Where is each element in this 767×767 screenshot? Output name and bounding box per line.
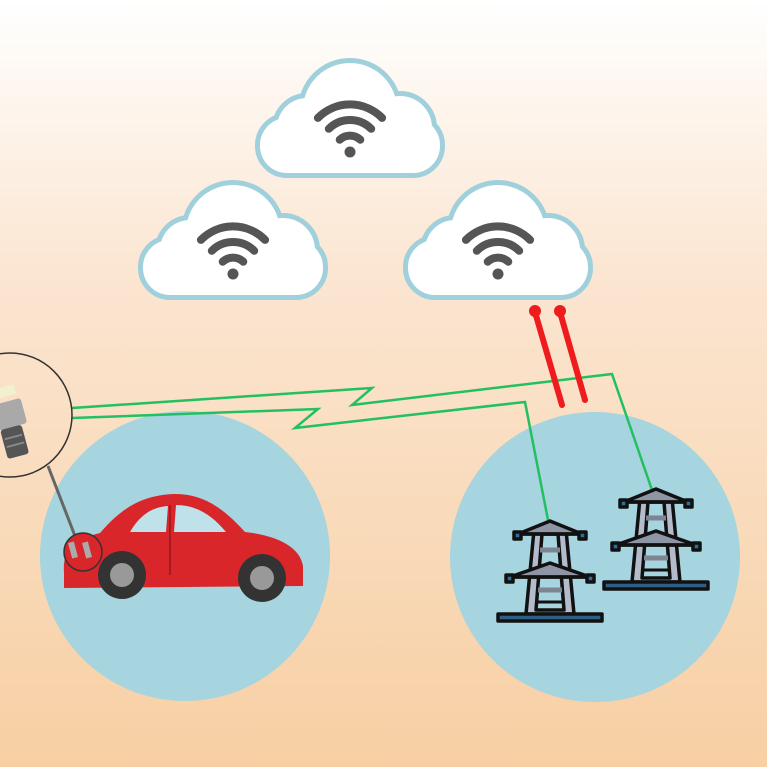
grid-circle <box>450 412 740 702</box>
link-lines <box>71 372 654 521</box>
spark-plug-magnifier <box>0 352 103 572</box>
spark-plug-large-icon <box>0 384 29 459</box>
spark-plug-icon <box>68 541 92 559</box>
car-icon <box>63 494 304 602</box>
link-line-upper <box>71 372 654 491</box>
antenna-icon <box>529 305 588 408</box>
link-line-lower <box>71 400 550 521</box>
